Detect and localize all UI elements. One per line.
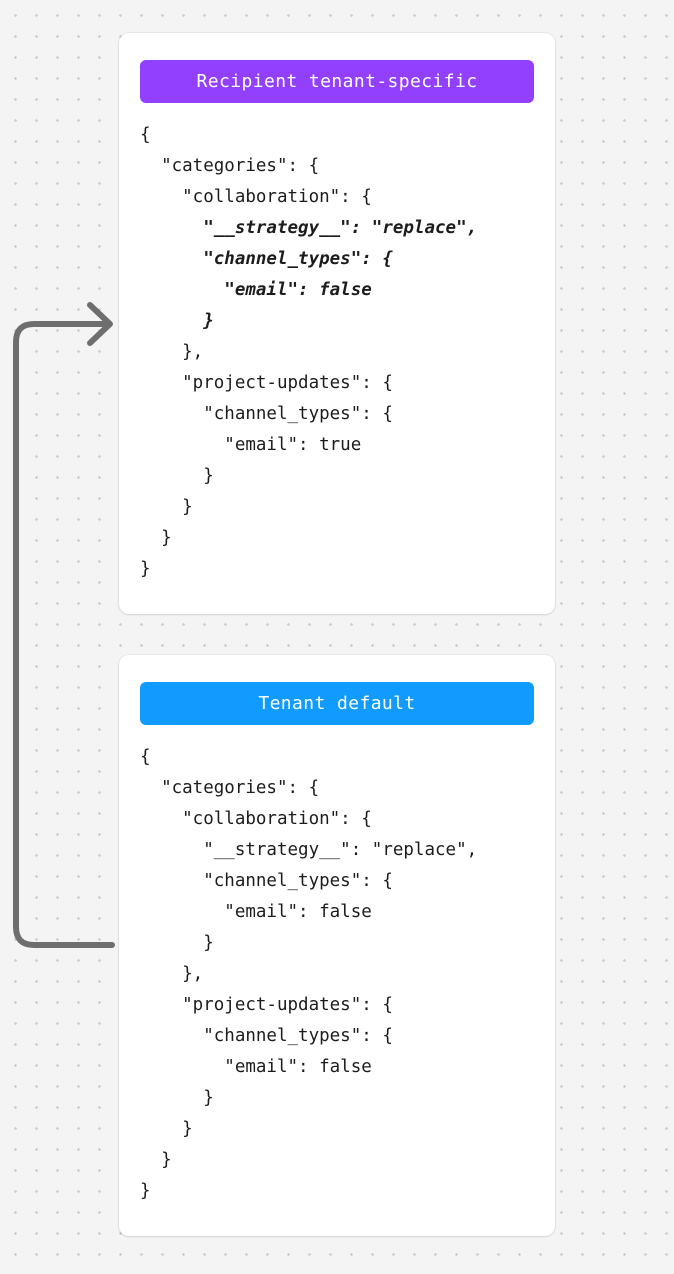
code-line: {: [140, 747, 151, 767]
code-line: "__strategy__": "replace",: [140, 218, 478, 238]
code-line: "collaboration": {: [140, 809, 372, 829]
code-line: {: [140, 125, 151, 145]
code-line: "categories": {: [140, 778, 320, 798]
code-line: },: [140, 964, 204, 984]
code-line: "channel_types": {: [140, 1026, 393, 1046]
tenant-default-header: Tenant default: [140, 682, 534, 725]
code-line: }: [140, 528, 172, 548]
code-line: "project-updates": {: [140, 995, 393, 1015]
code-line: "collaboration": {: [140, 187, 372, 207]
code-line: "categories": {: [140, 156, 320, 176]
code-line: "channel_types": {: [140, 871, 393, 891]
tenant-default-card: Tenant default { "categories": { "collab…: [119, 655, 555, 1236]
tenant-default-code: { "categories": { "collaboration": { "__…: [119, 742, 555, 1207]
code-line: }: [140, 1088, 214, 1108]
code-line: "email": false: [140, 902, 372, 922]
code-line: }: [140, 311, 214, 331]
code-line: "email": false: [140, 1057, 372, 1077]
recipient-tenant-specific-code: { "categories": { "collaboration": { "__…: [119, 120, 555, 585]
recipient-tenant-specific-header: Recipient tenant-specific: [140, 60, 534, 103]
code-line: }: [140, 466, 214, 486]
code-line: }: [140, 497, 193, 517]
recipient-tenant-specific-card: Recipient tenant-specific { "categories"…: [119, 33, 555, 614]
code-line: }: [140, 559, 151, 579]
code-line: "__strategy__": "replace",: [140, 840, 478, 860]
code-line: "email": false: [140, 280, 372, 300]
arrow-path: [13, 321, 115, 948]
code-line: "project-updates": {: [140, 373, 393, 393]
code-line: }: [140, 933, 214, 953]
code-line: }: [140, 1181, 151, 1201]
code-line: }: [140, 1150, 172, 1170]
code-line: "email": true: [140, 435, 362, 455]
arrow-head-icon: [87, 302, 113, 346]
code-line: },: [140, 342, 204, 362]
code-line: }: [140, 1119, 193, 1139]
code-line: "channel_types": {: [140, 249, 393, 269]
code-line: "channel_types": {: [140, 404, 393, 424]
